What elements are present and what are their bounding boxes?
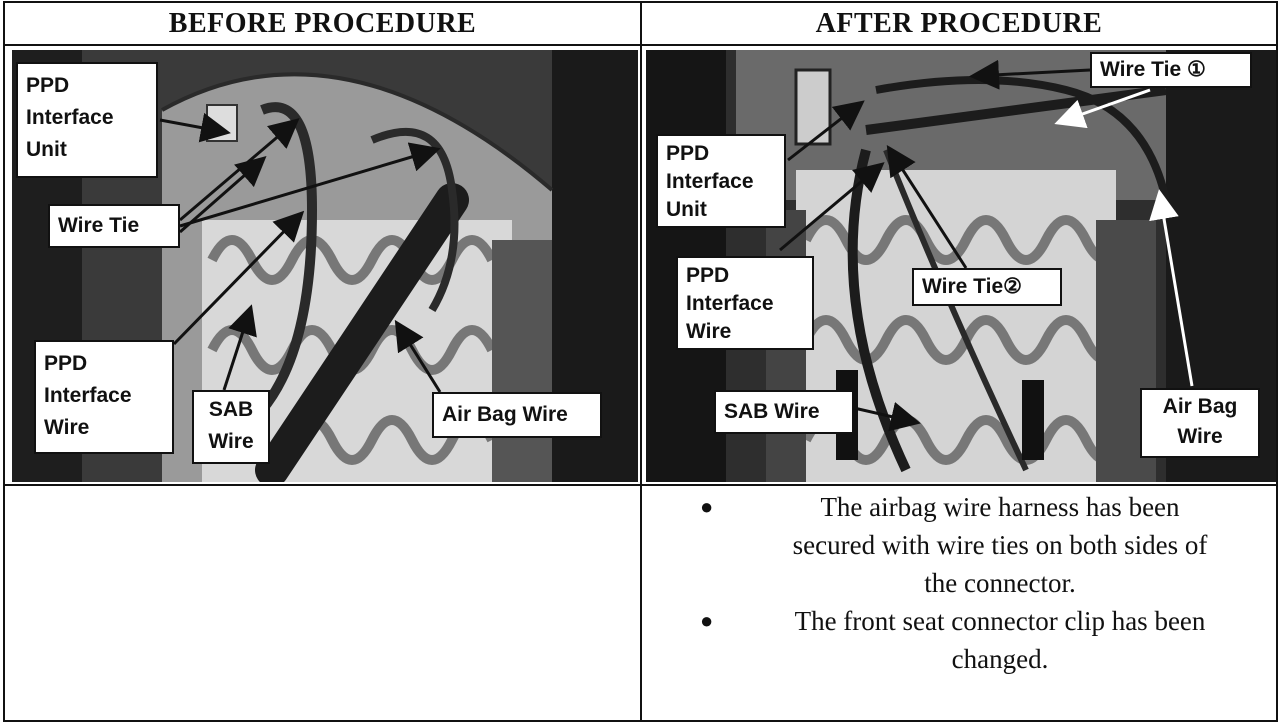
column-divider: [640, 1, 642, 722]
after-label-wire-tie-1: Wire Tie ①: [1090, 52, 1252, 88]
before-label-ppd-interface-wire: PPD Interface Wire: [34, 340, 174, 454]
bullet-dot: ●: [700, 608, 714, 633]
after-label-ppd-interface-wire: PPD Interface Wire: [676, 256, 814, 350]
before-label-ppd-interface-unit: PPD Interface Unit: [16, 62, 158, 178]
after-label-wire-tie-2: Wire Tie②: [912, 268, 1062, 306]
bullet-dot: ●: [700, 494, 714, 519]
before-label-wire-tie: Wire Tie: [48, 204, 180, 248]
header-divider: [3, 44, 1278, 46]
before-heading: BEFORE PROCEDURE: [168, 8, 477, 39]
after-label-ppd-interface-unit: PPD Interface Unit: [656, 134, 786, 228]
before-label-air-bag-wire: Air Bag Wire: [432, 392, 602, 438]
after-label-sab-wire: SAB Wire: [714, 390, 854, 434]
before-label-sab-wire: SAB Wire: [192, 390, 270, 464]
photo-divider: [3, 484, 1278, 486]
after-heading: AFTER PROCEDURE: [815, 8, 1103, 39]
after-label-air-bag-wire: Air Bag Wire: [1140, 388, 1260, 458]
